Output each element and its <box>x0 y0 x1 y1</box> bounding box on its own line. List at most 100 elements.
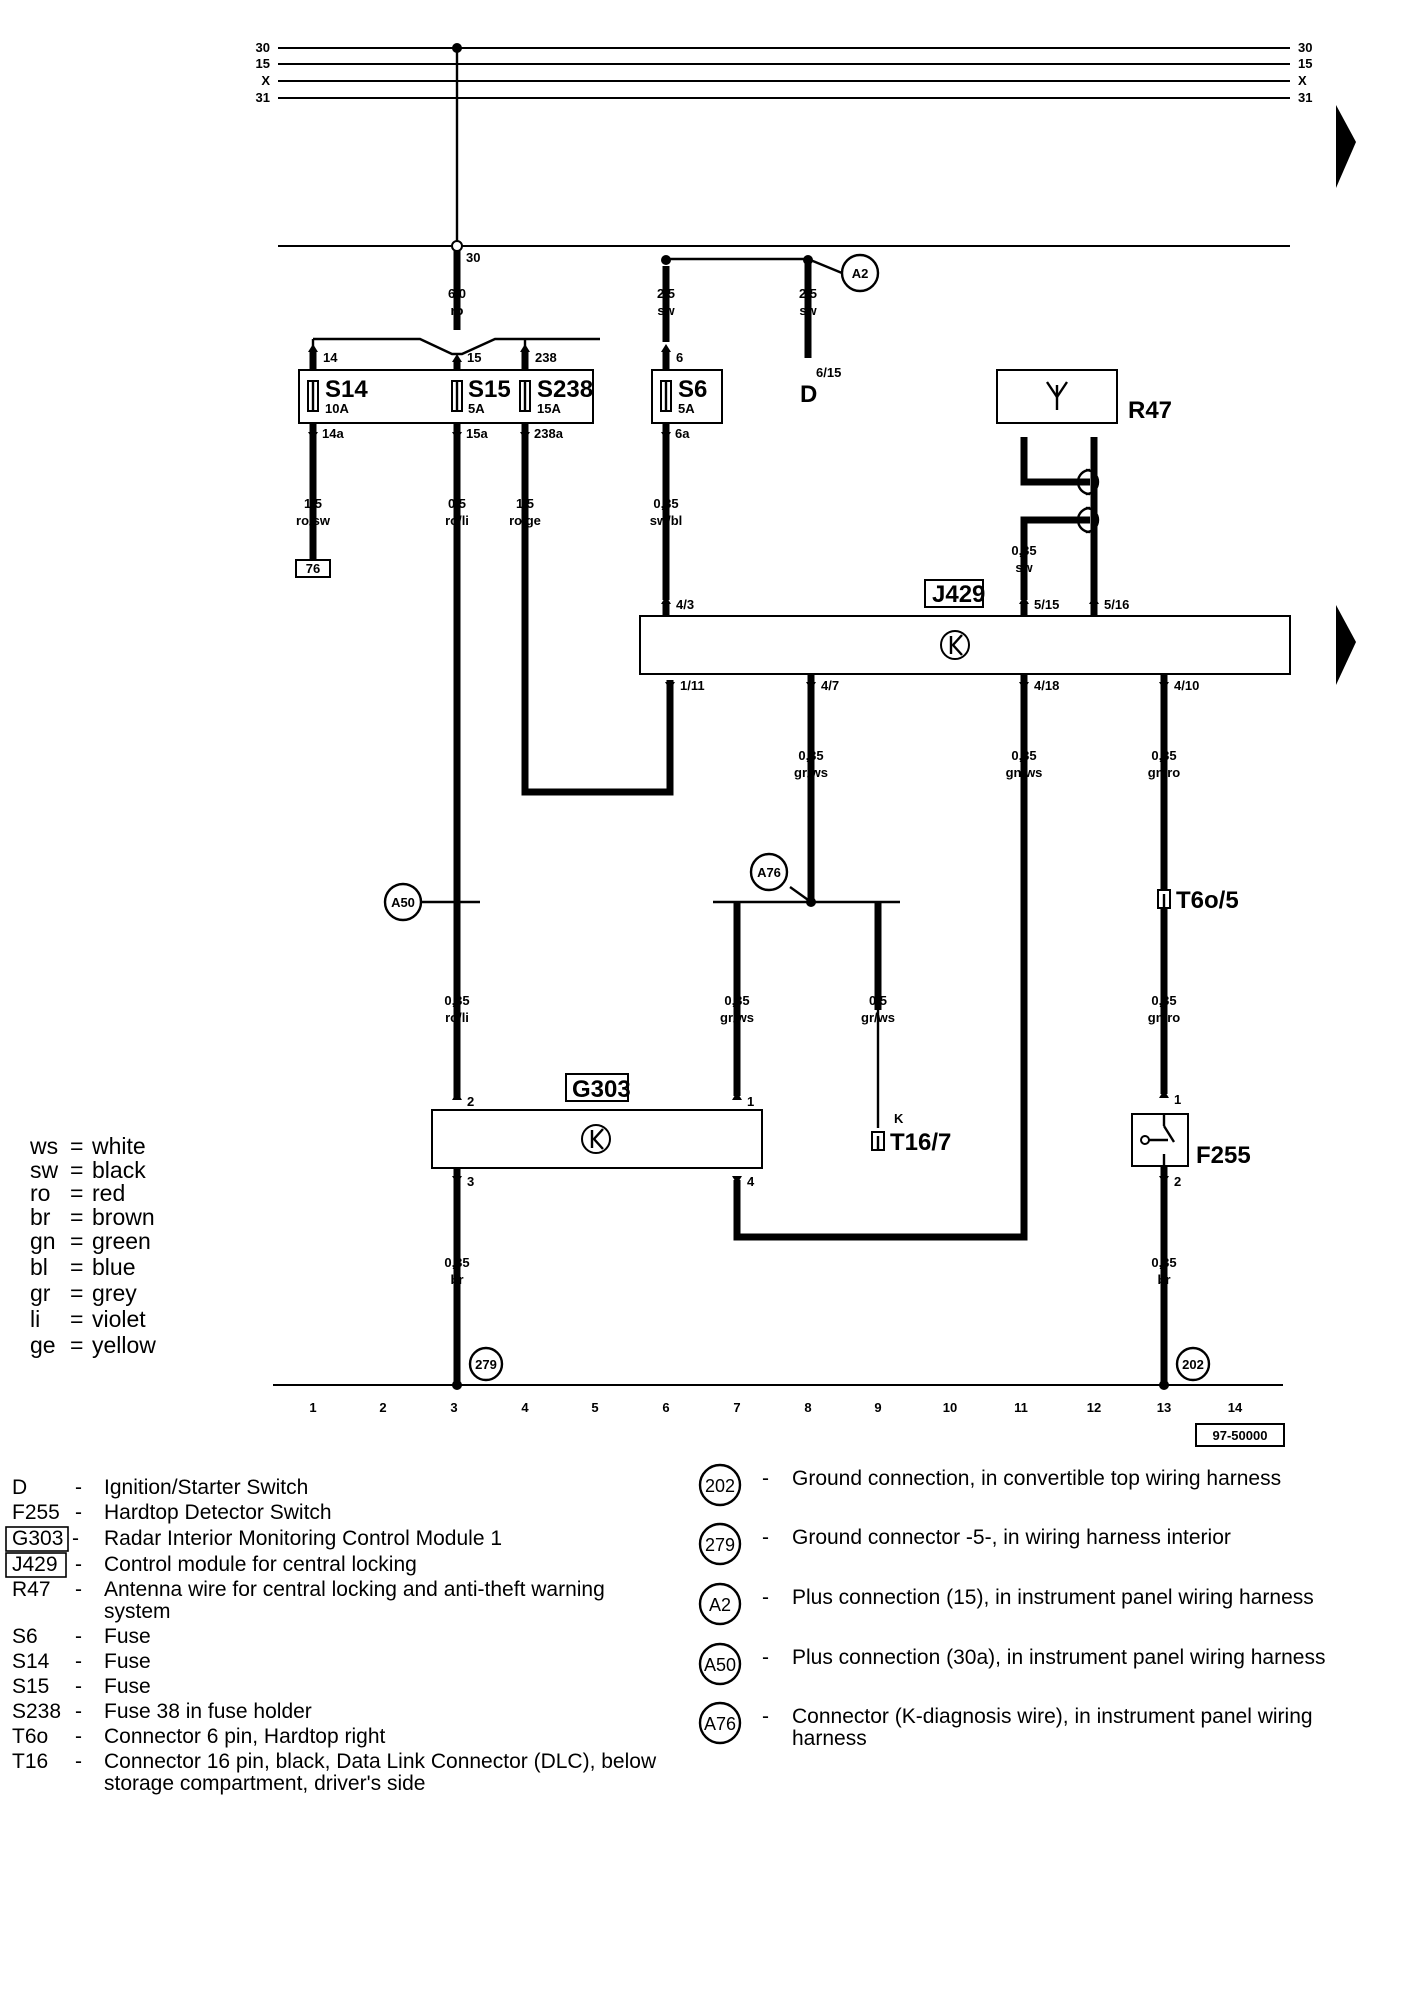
legend-text-cont: system <box>104 1600 171 1623</box>
g303-label: G303 <box>572 1076 631 1103</box>
legend-text: Radar Interior Monitoring Control Module… <box>104 1527 502 1550</box>
svg-text:-: - <box>762 1526 769 1549</box>
svg-text:=: = <box>70 1280 83 1306</box>
wire-s15-in-color: ro <box>451 303 464 318</box>
wire-g303-gnd-size: 0,35 <box>444 1255 469 1270</box>
wire-t6o-size: 0,35 <box>1151 993 1176 1008</box>
bus-label-31-left: 31 <box>256 90 270 105</box>
box76-label: 76 <box>306 561 320 576</box>
circle-a2: A2 <box>840 253 880 293</box>
legend-text: Connector 16 pin, black, Data Link Conne… <box>104 1750 657 1773</box>
track-number: 13 <box>1157 1400 1171 1415</box>
a50-label: A50 <box>391 895 415 910</box>
s6-pin-out: 6a <box>675 426 690 441</box>
legend-code: J429 <box>12 1553 58 1576</box>
track-number: 4 <box>521 1400 529 1415</box>
wire-j410-color: gn/ro <box>1148 765 1181 780</box>
legend-text: Antenna wire for central locking and ant… <box>104 1578 605 1601</box>
legend-code: S6 <box>12 1625 38 1648</box>
color-code: gr <box>30 1280 51 1306</box>
legend-text: Connector 6 pin, Hardtop right <box>104 1725 385 1748</box>
wire-s14-out-color: ro/sw <box>296 513 331 528</box>
svg-text:=: = <box>70 1157 83 1183</box>
t16-pin-k: K <box>894 1111 904 1126</box>
s6-label: S6 <box>678 376 707 403</box>
wire-j418-size: 0,35 <box>1011 748 1036 763</box>
legend-circle-code: A76 <box>704 1714 736 1734</box>
g303-pin-3: 3 <box>467 1174 474 1189</box>
s14-label: S14 <box>325 376 368 403</box>
track-number: 10 <box>943 1400 957 1415</box>
color-code: bl <box>30 1254 48 1280</box>
node-30-label: 30 <box>466 250 480 265</box>
wire-j410-size: 0,35 <box>1151 748 1176 763</box>
g279-label: 279 <box>475 1357 497 1372</box>
wire-s14-out-size: 1,5 <box>304 496 322 511</box>
j429-pin-4-18: 4/18 <box>1034 678 1059 693</box>
legend-text: Fuse <box>104 1650 151 1673</box>
g303-module: G303 2 1 3 4 <box>431 1073 763 1189</box>
svg-text:=: = <box>70 1332 83 1358</box>
wire-f255-gnd-size: 0,35 <box>1151 1255 1176 1270</box>
wire-j47-size: 0,35 <box>798 748 823 763</box>
svg-text:-: - <box>762 1586 769 1609</box>
legend-text: Control module for central locking <box>104 1553 417 1576</box>
track-number: 2 <box>379 1400 386 1415</box>
wire-s6-in-size: 2,5 <box>657 286 675 301</box>
color-code: ws <box>29 1133 58 1159</box>
color-name: grey <box>92 1280 137 1306</box>
d-pin: 6/15 <box>816 365 841 380</box>
wire-d-in-color: sw <box>799 303 817 318</box>
legend-circle-text: Ground connector -5-, in wiring harness … <box>792 1526 1231 1549</box>
circle-a50: A50 <box>383 882 423 922</box>
s238-pin-in: 238 <box>535 350 557 365</box>
legend-text: Ignition/Starter Switch <box>104 1476 308 1499</box>
legend-circle-code: 279 <box>705 1535 735 1555</box>
legend-code: S15 <box>12 1675 49 1698</box>
color-code-legend: ws = white sw = black ro = red br = brow… <box>29 1133 156 1358</box>
track-number: 14 <box>1228 1400 1243 1415</box>
a76-label: A76 <box>757 865 781 880</box>
wire-j47-color: gr/ws <box>794 765 828 780</box>
svg-text:-: - <box>75 1553 82 1576</box>
d-label: D <box>800 381 817 408</box>
svg-text:-: - <box>75 1700 82 1723</box>
s238-label: S238 <box>537 376 593 403</box>
s6-amps: 5A <box>678 401 695 416</box>
color-name: brown <box>92 1204 155 1230</box>
bus-label-15-left: 15 <box>256 56 270 71</box>
wire-a50-size: 0,35 <box>444 993 469 1008</box>
circle-279: 279 <box>468 1346 504 1382</box>
j429-pin-4-3: 4/3 <box>676 597 694 612</box>
track-number: 7 <box>733 1400 740 1415</box>
j429-pin-5-16: 5/16 <box>1104 597 1129 612</box>
color-code: br <box>30 1204 51 1230</box>
track-number: 8 <box>804 1400 811 1415</box>
color-code: gn <box>30 1228 56 1254</box>
svg-text:=: = <box>70 1254 83 1280</box>
wire-a76-g303-color: gr/ws <box>720 1010 754 1025</box>
legend-circle-code: A2 <box>709 1595 731 1615</box>
svg-text:-: - <box>75 1476 82 1499</box>
a2-label: A2 <box>852 266 869 281</box>
s14-pin-out: 14a <box>322 426 344 441</box>
t16-label: T16/7 <box>890 1129 951 1156</box>
g303-pin-1: 1 <box>747 1094 754 1109</box>
legend-code: F255 <box>12 1501 60 1524</box>
bus-label-31-right: 31 <box>1298 90 1312 105</box>
legend-code: R47 <box>12 1578 51 1601</box>
svg-text:=: = <box>70 1133 83 1159</box>
legend-code: S238 <box>12 1700 61 1723</box>
g202-label: 202 <box>1182 1357 1204 1372</box>
component-legend: D - Ignition/Starter Switch F255 - Hardt… <box>5 1476 657 1795</box>
color-name: white <box>91 1133 146 1159</box>
wire-s6-out-color: sw/bl <box>650 513 683 528</box>
continuation-arrow-mid <box>1336 605 1356 685</box>
continuation-arrow-top <box>1336 105 1356 188</box>
svg-text:-: - <box>762 1467 769 1490</box>
j429-module: J429 4/3 5/15 5/16 1/11 4/7 4/18 4/10 <box>639 579 1291 693</box>
diagram-id: 97-50000 <box>1213 1428 1268 1443</box>
track-number: 3 <box>450 1400 457 1415</box>
color-code: sw <box>30 1157 59 1183</box>
g303-pin-4: 4 <box>747 1174 755 1189</box>
